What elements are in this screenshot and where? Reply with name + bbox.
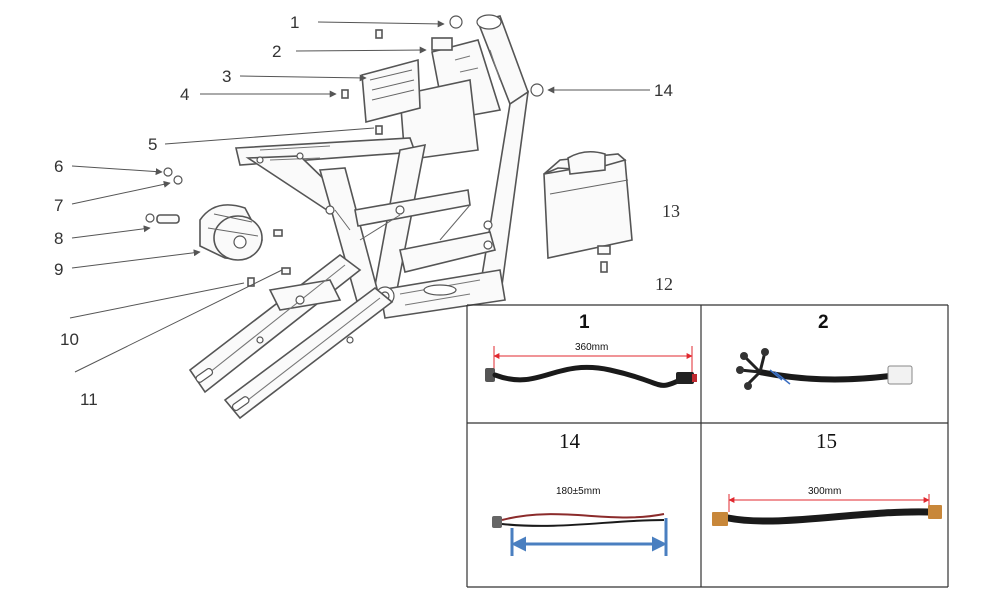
hardware-parts xyxy=(145,15,544,287)
panel-cable-1: 1 360mm xyxy=(485,312,697,388)
panel-15-dimension: 300mm xyxy=(808,486,841,497)
callout-1: 1 xyxy=(290,13,299,32)
callout-8: 8 xyxy=(54,229,63,248)
panel-2-title: 2 xyxy=(818,312,829,333)
panel-cable-15: 15 300mm xyxy=(712,429,942,526)
callout-2: 2 xyxy=(272,42,281,61)
callout-12: 12 xyxy=(655,274,673,294)
panel-cable-14: 14 180±5mm xyxy=(492,429,668,556)
callout-7: 7 xyxy=(54,196,63,215)
callout-11: 11 xyxy=(80,390,98,409)
callout-4: 4 xyxy=(180,85,189,104)
battery-part xyxy=(543,150,633,273)
panel-15-title: 15 xyxy=(816,429,837,453)
callout-14: 14 xyxy=(654,81,673,100)
panel-1-title: 1 xyxy=(579,312,590,333)
callout-13: 13 xyxy=(662,201,680,221)
callout-3: 3 xyxy=(222,67,231,86)
panel-14-title: 14 xyxy=(559,429,581,453)
callout-6: 6 xyxy=(54,157,63,176)
callout-5: 5 xyxy=(148,135,157,154)
panel-14-dimension: 180±5mm xyxy=(556,486,600,497)
panel-cable-2: 2 xyxy=(736,312,913,390)
panel-1-dimension: 360mm xyxy=(575,342,608,353)
detail-grid xyxy=(466,304,949,588)
leader-lines xyxy=(69,20,650,373)
controller-part xyxy=(361,58,421,124)
callout-9: 9 xyxy=(54,260,63,279)
callout-10: 10 xyxy=(60,330,79,349)
motor-part xyxy=(199,204,263,261)
